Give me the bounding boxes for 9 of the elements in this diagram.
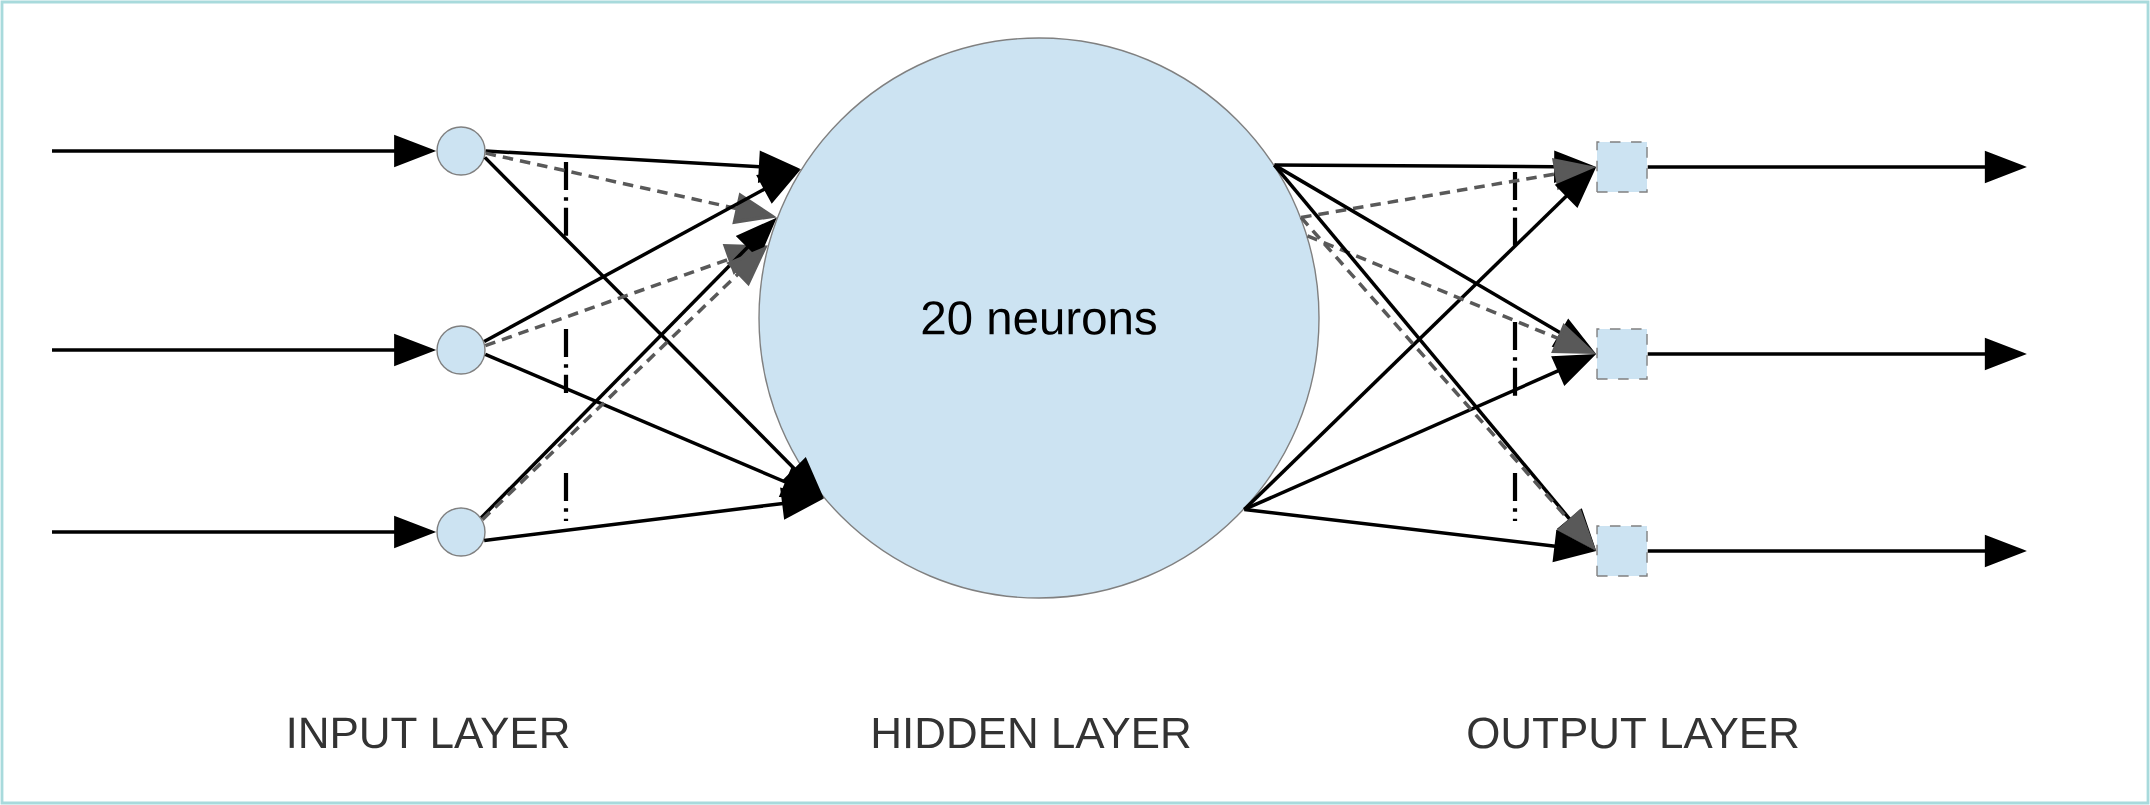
layer-label: OUTPUT LAYER: [1468, 717, 1798, 749]
neuron-circle: [436, 126, 486, 176]
output-square: [1596, 141, 1648, 193]
layer-label: INPUT LAYER: [289, 717, 569, 749]
layer-label: HIDDEN LAYER: [873, 717, 1190, 749]
output-square: [1596, 525, 1648, 577]
neuron-circle: [436, 325, 486, 375]
output-square: [1596, 328, 1648, 380]
neuron-circle: [436, 507, 486, 557]
